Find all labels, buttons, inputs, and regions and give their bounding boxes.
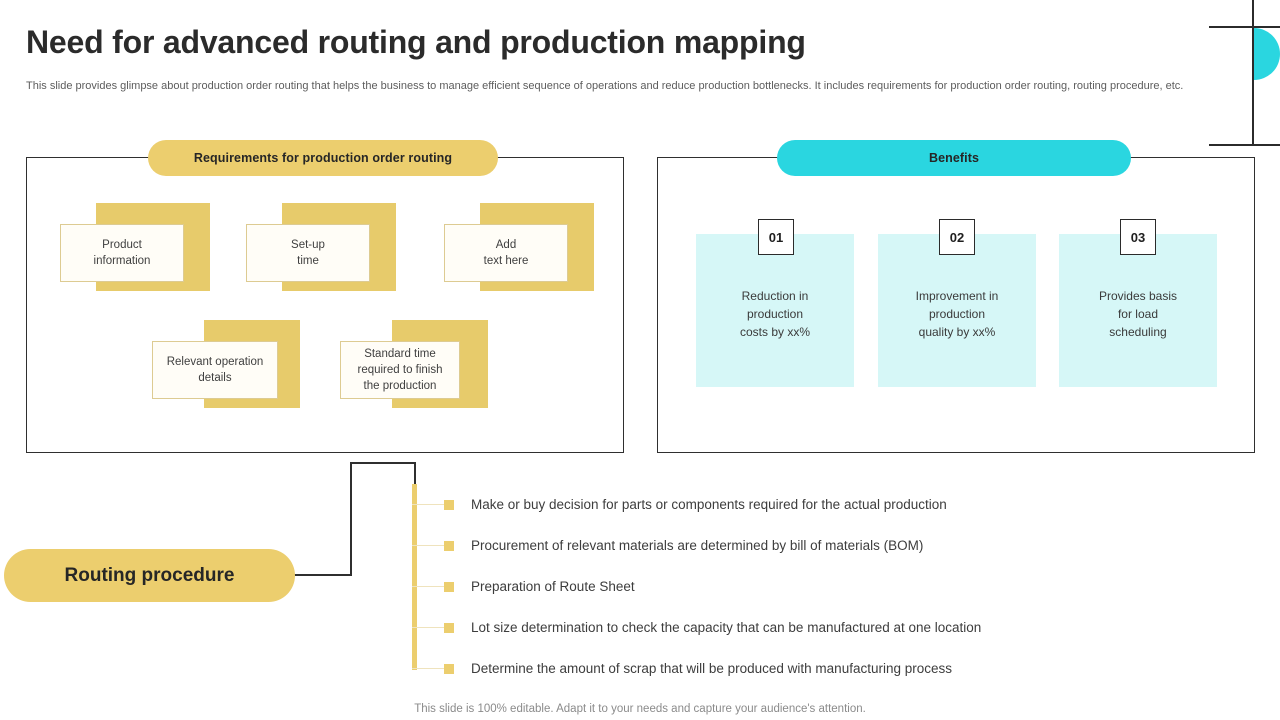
requirement-card-2[interactable]: Set-up time [246, 203, 398, 293]
list-item-label: Lot size determination to check the capa… [471, 620, 982, 635]
list-item[interactable]: Lot size determination to check the capa… [412, 607, 1112, 648]
benefits-heading-label: Benefits [928, 151, 980, 165]
bullet-square-icon [444, 499, 454, 510]
list-item-label: Determine the amount of scrap that will … [471, 661, 952, 676]
bullet-leader-line [412, 504, 444, 505]
decor-vertical-line [1252, 0, 1254, 146]
routing-procedure-pill[interactable]: Routing procedure [4, 549, 295, 602]
requirement-card-label: Set-up time [246, 224, 370, 282]
bullet-leader-line [412, 668, 444, 669]
requirement-card-label: Standard time required to finish the pro… [340, 341, 460, 399]
requirement-card-label: Product information [60, 224, 184, 282]
benefit-card-1[interactable]: Reduction in production costs by xx% [696, 234, 854, 387]
benefit-number-badge-1: 01 [758, 219, 794, 255]
bullet-rail [412, 484, 417, 670]
bullet-square-icon [444, 581, 454, 592]
list-item[interactable]: Procurement of relevant materials are de… [412, 525, 1112, 566]
requirement-card-4[interactable]: Relevant operation details [152, 320, 304, 410]
bullet-square-icon [444, 540, 454, 551]
bullet-leader-line [412, 627, 444, 628]
benefit-number-badge-3: 03 [1120, 219, 1156, 255]
decor-horizontal-line-top [1209, 26, 1280, 28]
routing-procedure-label: Routing procedure [64, 564, 235, 586]
list-item-label: Preparation of Route Sheet [471, 579, 635, 594]
page-subtitle: This slide provides glimpse about produc… [26, 80, 1184, 92]
connector-segment-vertical-1 [350, 462, 352, 575]
benefits-heading-pill: Benefits [777, 140, 1131, 176]
decor-horizontal-line-bottom [1209, 144, 1280, 146]
benefit-card-text: Provides basis for load scheduling [1098, 288, 1178, 339]
bullet-leader-line [412, 545, 444, 546]
benefit-card-2[interactable]: Improvement in production quality by xx% [878, 234, 1036, 387]
routing-bullet-list: Make or buy decision for parts or compon… [412, 484, 1112, 689]
page-title: Need for advanced routing and production… [26, 24, 806, 60]
connector-segment-horizontal-1 [294, 574, 352, 576]
benefit-card-text: Improvement in production quality by xx% [915, 288, 999, 339]
requirements-heading-pill: Requirements for production order routin… [148, 140, 498, 176]
requirements-panel [26, 157, 624, 453]
requirements-heading-label: Requirements for production order routin… [193, 151, 453, 165]
bullet-square-icon [444, 663, 454, 674]
bullet-square-icon [444, 622, 454, 633]
requirement-card-3[interactable]: Add text here [444, 203, 596, 293]
requirement-card-5[interactable]: Standard time required to finish the pro… [340, 320, 492, 410]
slide-footer-note: This slide is 100% editable. Adapt it to… [414, 703, 866, 715]
requirement-card-label: Relevant operation details [152, 341, 278, 399]
list-item[interactable]: Make or buy decision for parts or compon… [412, 484, 1112, 525]
list-item[interactable]: Determine the amount of scrap that will … [412, 648, 1112, 689]
list-item-label: Make or buy decision for parts or compon… [471, 497, 947, 512]
benefit-card-text: Reduction in production costs by xx% [739, 288, 811, 339]
list-item[interactable]: Preparation of Route Sheet [412, 566, 1112, 607]
requirement-card-label: Add text here [444, 224, 568, 282]
benefit-number-badge-2: 02 [939, 219, 975, 255]
connector-segment-vertical-2 [414, 462, 416, 504]
list-item-label: Procurement of relevant materials are de… [471, 538, 924, 553]
benefit-card-3[interactable]: Provides basis for load scheduling [1059, 234, 1217, 387]
connector-segment-horizontal-2 [350, 462, 416, 464]
bullet-leader-line [412, 586, 444, 587]
requirement-card-1[interactable]: Product information [60, 203, 212, 293]
decor-cyan-half-circle [1254, 28, 1280, 80]
